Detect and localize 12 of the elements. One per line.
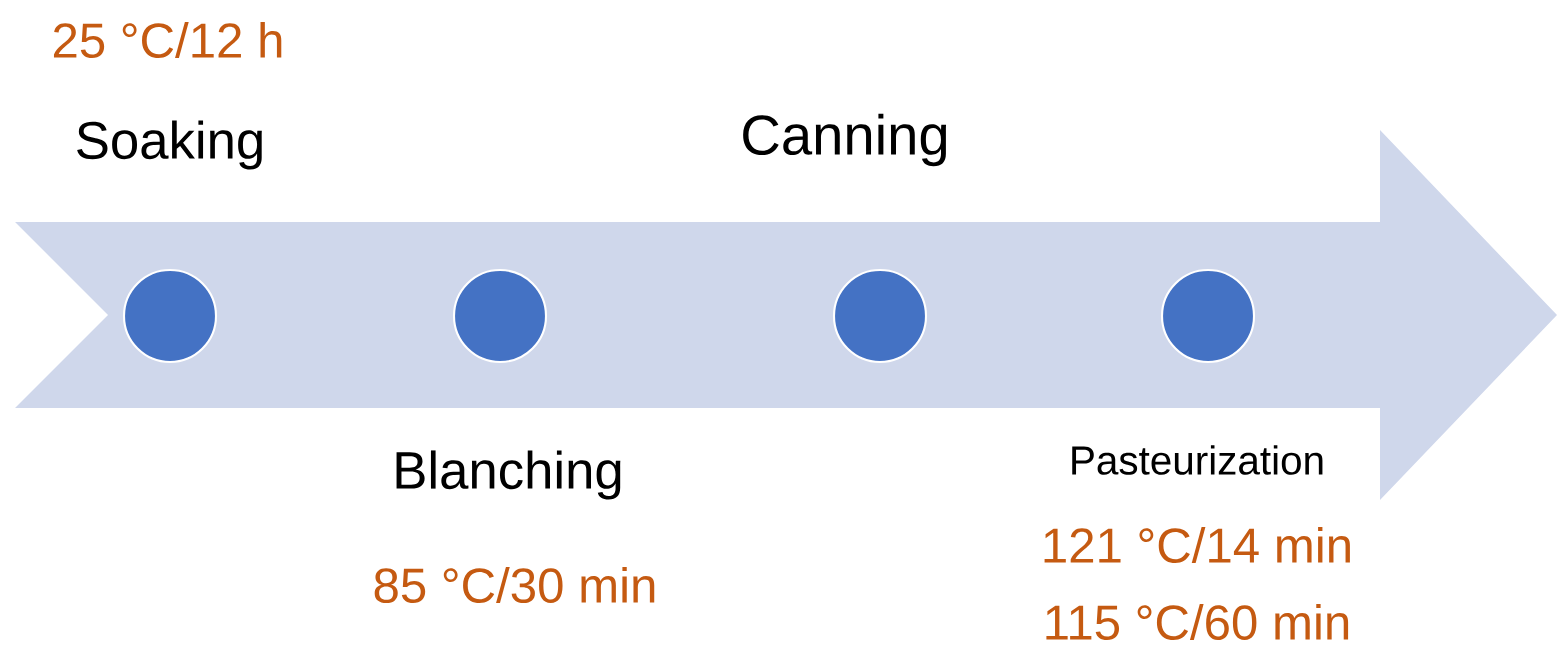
condition-label: 85 °C/30 min xyxy=(374,566,655,604)
condition-label: 25 °C/12 h xyxy=(53,21,282,59)
condition-label: 115 °C/60 min xyxy=(1046,603,1349,641)
step-label: Soaking xyxy=(77,120,262,170)
circle-marker xyxy=(832,268,928,364)
circle-marker xyxy=(122,268,218,364)
circle-marker xyxy=(452,268,548,364)
step-label: Canning xyxy=(743,113,947,167)
step-label: Pasteurization xyxy=(1072,445,1323,475)
condition-label: 121 °C/14 min xyxy=(1044,526,1350,564)
circle-marker xyxy=(1160,268,1256,364)
step-label: Blanching xyxy=(396,450,621,500)
